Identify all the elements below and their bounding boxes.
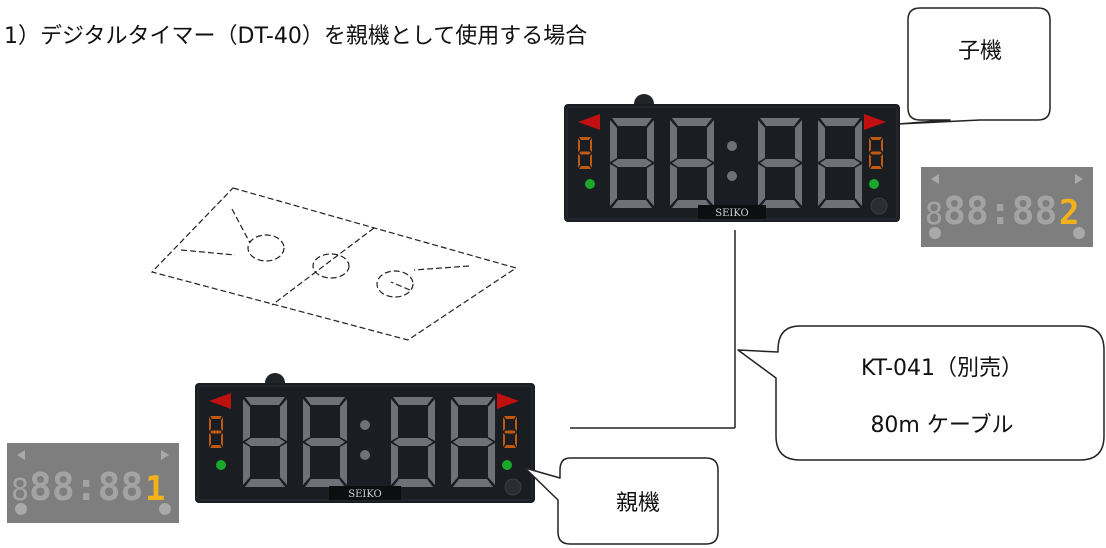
parent-display-thumbnail: 8 88:88 1 [7,443,179,523]
cable-connection [570,230,736,429]
triangle-right-icon [497,393,519,409]
speaker-grille-icon [504,478,522,496]
page-title: 1）デジタルタイマー（DT-40）を親機として使用する場合 [4,24,588,49]
svg-text:88:88: 88:88 [943,189,1057,233]
callout-child: 子機 [897,7,1051,125]
svg-text:8: 8 [925,197,943,232]
callout-child-label: 子機 [958,39,1002,64]
basketball-court-diagram [150,187,518,341]
brand-logo: SEIKO [715,208,749,219]
parent-timer: SEIKO [195,373,535,503]
callout-cable: KT-041（別売） 80m ケーブル [737,325,1105,461]
child-timer: SEIKO [564,94,900,222]
status-led [585,179,595,189]
status-led [216,460,226,470]
cable-model-label: KT-041（別売） [861,356,1023,381]
svg-text:88:88: 88:88 [29,465,143,509]
svg-text:2: 2 [1059,193,1079,233]
cable-length-label: 80m ケーブル [870,413,1013,438]
child-display-thumbnail: 8 88:88 2 [921,167,1093,247]
triangle-left-icon [578,114,600,130]
callout-parent: 親機 [524,457,719,545]
triangle-right-icon [864,114,886,130]
speaker-grille-icon [870,197,888,215]
brand-logo: SEIKO [348,489,382,500]
callout-parent-label: 親機 [616,491,660,516]
svg-text:1: 1 [145,469,165,509]
svg-text:8: 8 [11,473,29,508]
triangle-left-icon [209,393,231,409]
